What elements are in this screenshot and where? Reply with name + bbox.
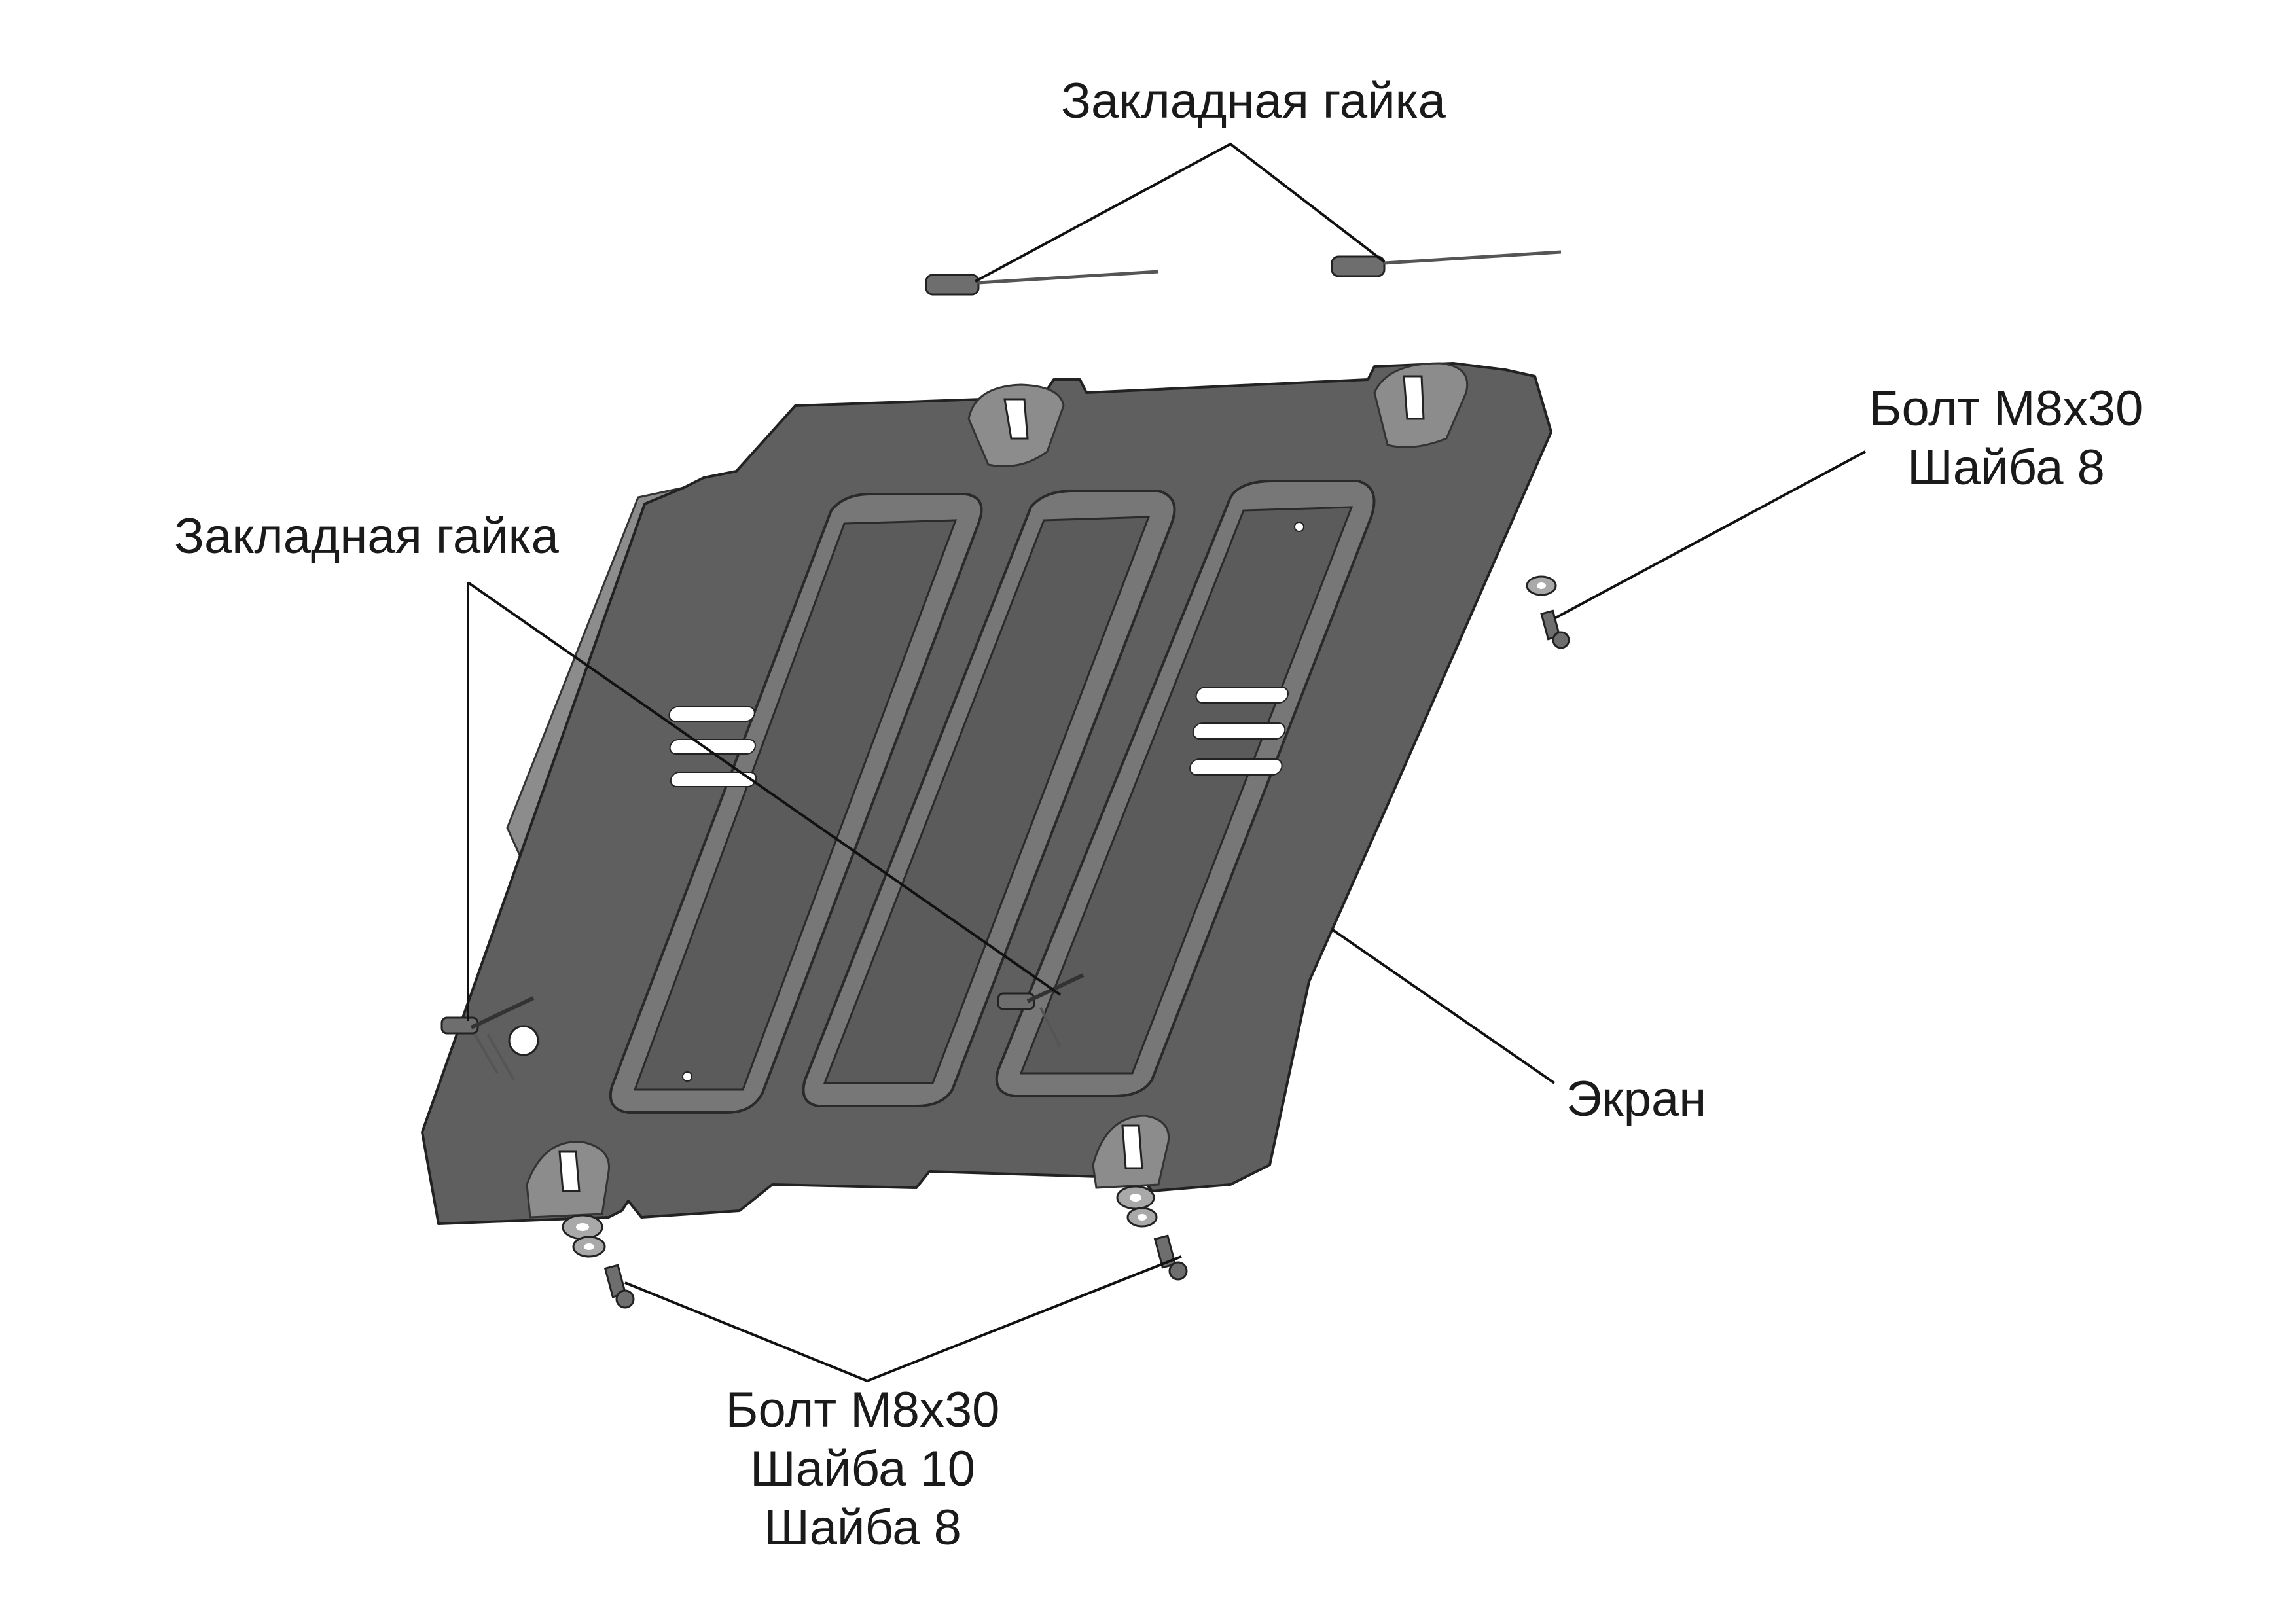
label-bolt-bottom-3: Шайба 8 bbox=[764, 1500, 961, 1556]
embedded-nut-top-right bbox=[1331, 250, 1562, 277]
label-embedded-nut-top: Закладная гайка bbox=[1061, 73, 1446, 129]
small-hole bbox=[1294, 522, 1304, 532]
stiffener-ribs bbox=[609, 480, 1376, 1114]
bolt-washers-bottom-right bbox=[1116, 1185, 1188, 1281]
bottom-mount-tabs bbox=[526, 1115, 1170, 1219]
leader-lines bbox=[467, 142, 1866, 1383]
label-bolt-right-1: Болт М8х30 bbox=[1869, 381, 2144, 437]
label-bolt-bottom-1: Болт М8х30 bbox=[726, 1382, 1000, 1438]
vent-slots-left bbox=[668, 706, 757, 787]
embedded-nut-plate-center bbox=[997, 973, 1085, 1048]
vent-slots-right bbox=[1189, 687, 1289, 776]
label-bolt-bottom-2: Шайба 10 bbox=[750, 1441, 975, 1497]
bolt-washers-bottom-left bbox=[562, 1214, 635, 1309]
embedded-nut-plate-left bbox=[440, 996, 535, 1080]
label-screen: Экран bbox=[1566, 1071, 1706, 1127]
embedded-nut-top-left bbox=[925, 270, 1159, 296]
top-mount-tabs bbox=[967, 362, 1469, 467]
small-hole bbox=[682, 1071, 692, 1082]
label-bolt-right-2: Шайба 8 bbox=[1907, 440, 2105, 495]
bolt-washer-right bbox=[1526, 575, 1570, 649]
label-embedded-nut-left: Закладная гайка bbox=[174, 508, 559, 564]
mount-hole bbox=[508, 1025, 539, 1056]
